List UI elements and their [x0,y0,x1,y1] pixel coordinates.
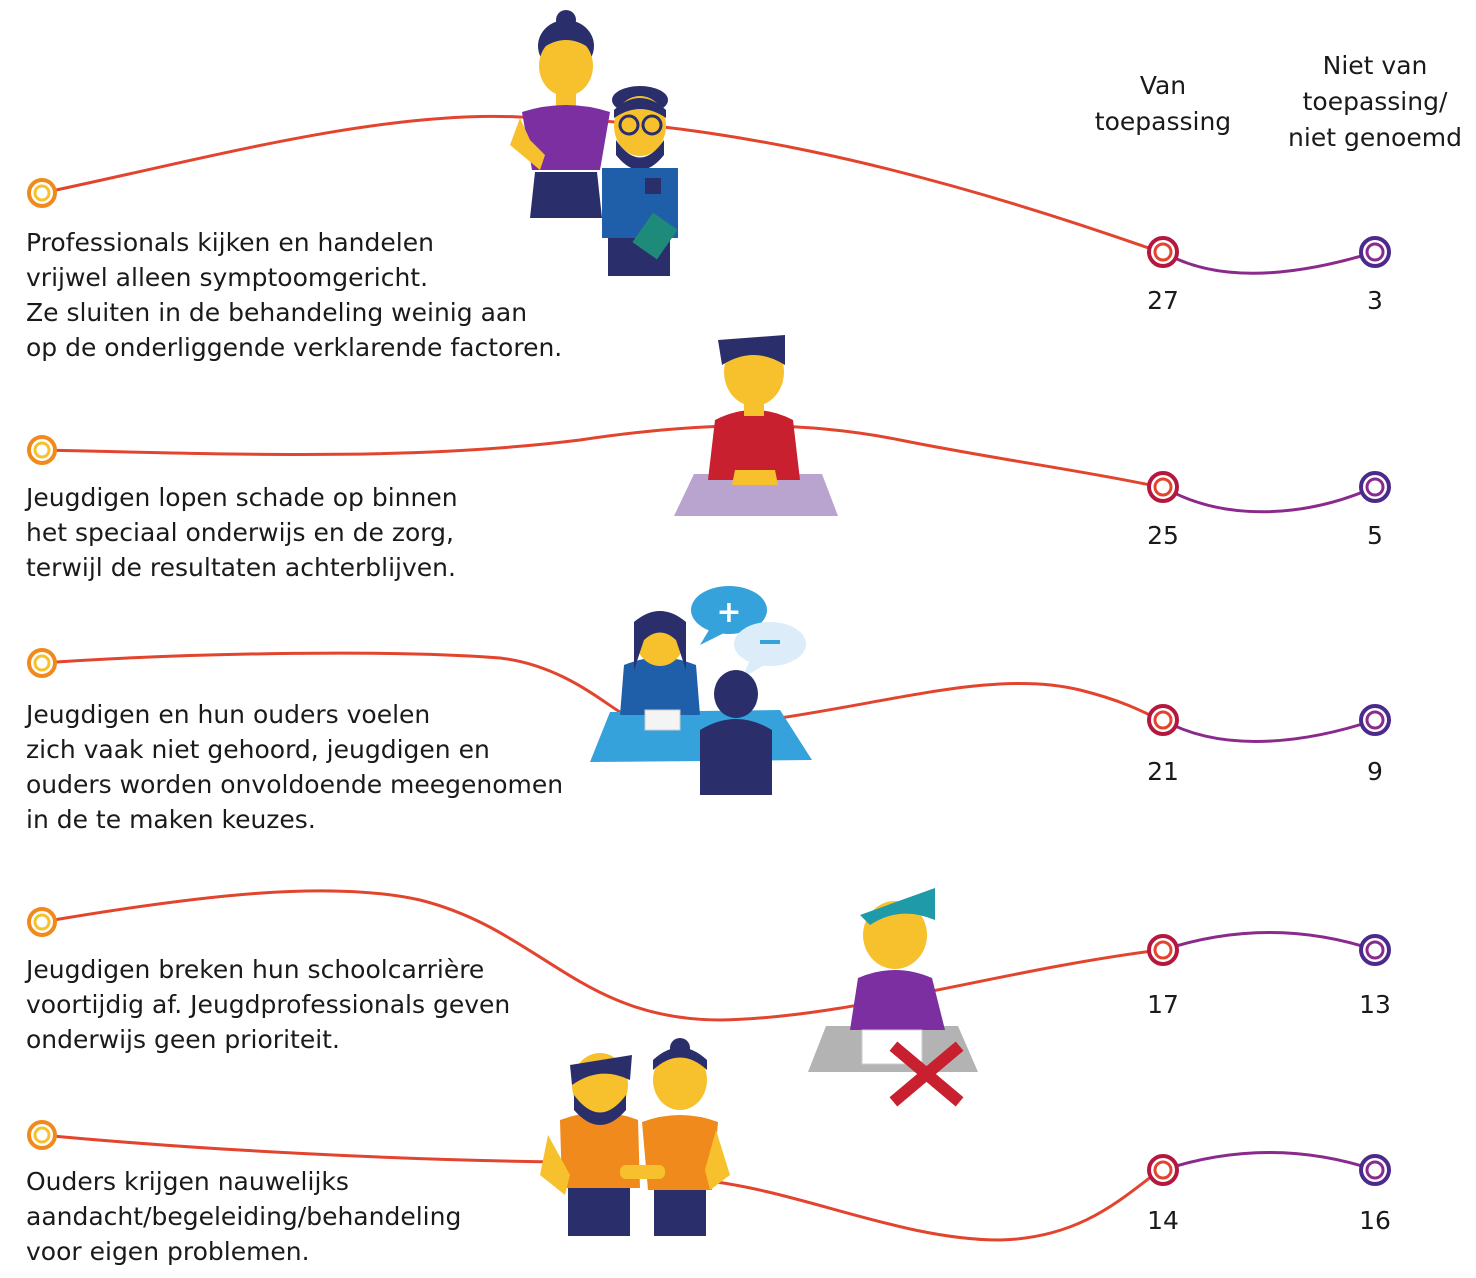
row-1-not-applies-count: 3 [1367,286,1383,315]
row-1-start-marker [27,178,57,208]
row-3-applies-count: 21 [1147,757,1179,786]
statement-1: Professionals kijken en handelen vrijwel… [26,228,563,362]
row-3-applies-marker [1147,704,1179,736]
statement-4: Jeugdigen breken hun schoolcarrière voor… [26,955,511,1054]
row-4-applies-count: 17 [1147,990,1179,1019]
row-5-not-applies-marker [1359,1154,1391,1186]
row-5-lines [41,1133,1376,1242]
row-2-applies-marker [1147,471,1179,503]
header-applies: Van toepassing [1094,71,1232,136]
row-4-lines [41,889,1376,1022]
row-5-applies-count: 14 [1147,1206,1179,1235]
row-4-not-applies-count: 13 [1359,990,1391,1019]
statement-3: Jeugdigen en hun ouders voelen zich vaak… [26,700,564,834]
row-4-not-applies-marker [1359,934,1391,966]
row-2-not-applies-marker [1359,471,1391,503]
row-5-start-marker [27,1120,57,1150]
row-4-applies-marker [1147,934,1179,966]
row-3-not-applies-count: 9 [1367,757,1383,786]
row-5-applies-marker [1147,1154,1179,1186]
parents-icon [540,1038,730,1236]
youth-at-desk-icon [674,335,838,516]
row-2-lines [41,424,1376,514]
school-dropout-icon [808,888,978,1107]
row-1-not-applies-marker [1359,236,1391,268]
row-3-start-marker [27,648,57,678]
statement-5: Ouders krijgen nauwelijks aandacht/begel… [26,1167,462,1266]
statement-2: Jeugdigen lopen schade op binnen het spe… [26,483,458,582]
header-not-applies: Niet van toepassing/ niet genoemd [1288,51,1462,152]
row-3-lines [41,651,1376,743]
two-professionals-icon [510,10,678,276]
row-5-not-applies-count: 16 [1359,1206,1391,1235]
row-1-applies-marker [1147,236,1179,268]
conversation-icon: + [590,586,812,795]
row-2-start-marker [27,435,57,465]
row-4-start-marker [27,907,57,937]
row-1-applies-count: 27 [1147,286,1179,315]
row-3-not-applies-marker [1359,704,1391,736]
svg-text:+: + [716,595,741,630]
row-2-applies-count: 25 [1147,521,1179,550]
row-2-not-applies-count: 5 [1367,521,1383,550]
